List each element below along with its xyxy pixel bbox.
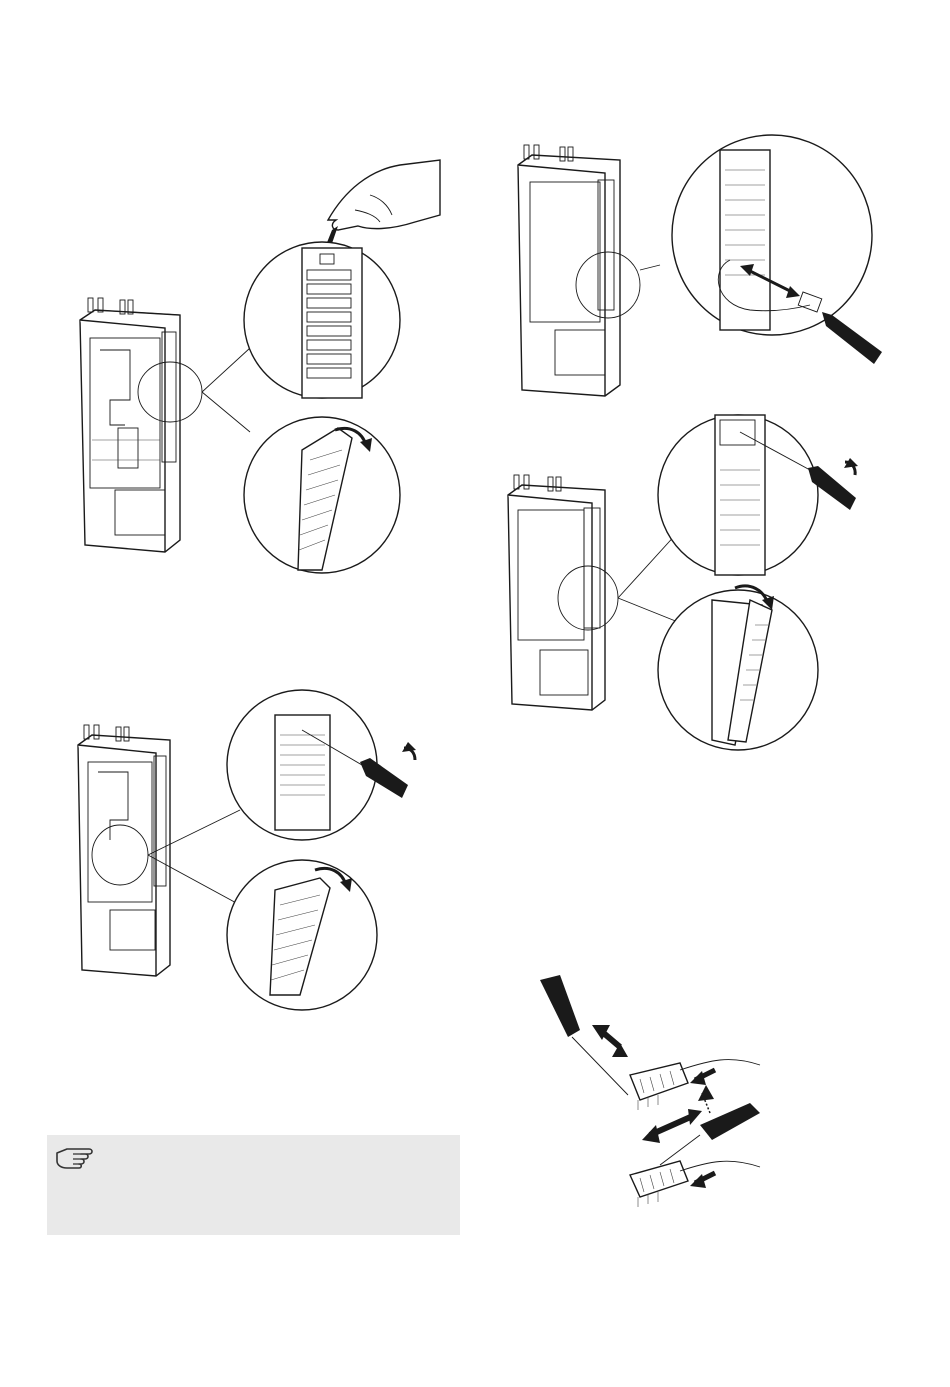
screwdriver-icon bbox=[540, 975, 580, 1037]
heat-pump-unit bbox=[508, 475, 605, 710]
terminal-block-lower bbox=[630, 1085, 760, 1207]
terminal-block-upper bbox=[540, 975, 760, 1110]
pointing-hand-icon bbox=[53, 1143, 97, 1173]
zoom-circle-cable-connector bbox=[672, 135, 882, 364]
figure-terminal-block bbox=[520, 975, 780, 1235]
zoom-circle-push-latch bbox=[244, 242, 400, 398]
zoom-circle-unscrew bbox=[227, 690, 416, 840]
hand-icon bbox=[328, 160, 440, 230]
zoom-circle-remove-lower-cover bbox=[227, 860, 377, 1010]
zoom-circle-unscrew-card bbox=[658, 415, 858, 575]
figure-remove-front-cover bbox=[70, 160, 450, 580]
figure-remove-card-cover bbox=[500, 410, 900, 750]
heat-pump-unit bbox=[518, 145, 620, 396]
figure-remove-lower-cover bbox=[70, 690, 450, 1020]
screwdriver-icon bbox=[822, 312, 882, 364]
note-box bbox=[47, 1135, 460, 1235]
heat-pump-unit bbox=[80, 298, 180, 552]
zoom-circle-tilt-cover bbox=[244, 417, 400, 573]
figure-disconnect-cable bbox=[510, 130, 900, 410]
zoom-circle-tilt-card-cover bbox=[658, 586, 818, 750]
